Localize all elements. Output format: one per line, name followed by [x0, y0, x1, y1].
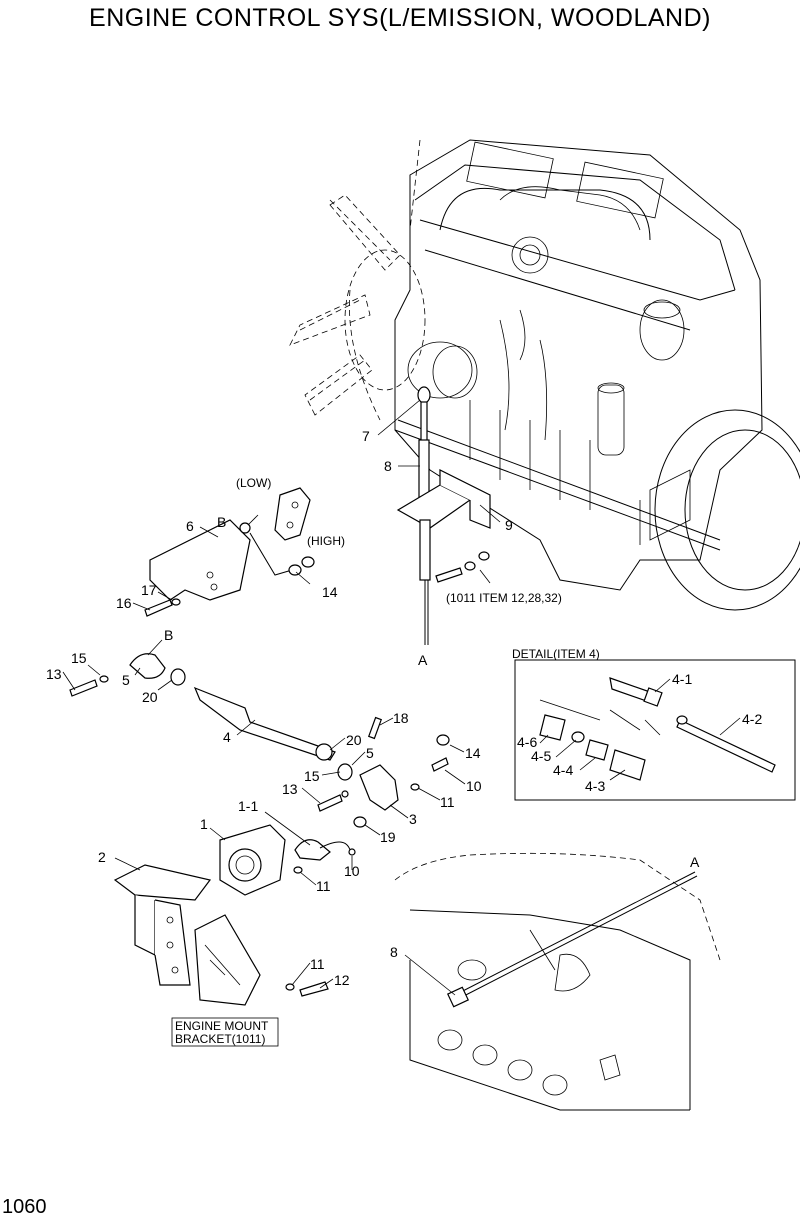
callout-11: 11	[440, 794, 455, 810]
detail-label-4-2: 4-2	[742, 711, 762, 727]
callout-11: 11	[316, 878, 331, 894]
callout-12: 12	[334, 972, 350, 988]
engine-illustration	[289, 139, 800, 611]
callout-A: A	[690, 854, 700, 870]
callout-10: 10	[344, 863, 360, 879]
callout-14: 14	[465, 745, 481, 761]
callout-1: 1	[200, 816, 208, 832]
callout-6: 6	[186, 518, 194, 534]
callout-13: 13	[46, 666, 62, 682]
diagram-title: ENGINE CONTROL SYS(L/EMISSION, WOODLAND)	[89, 4, 711, 32]
callout-10: 10	[466, 778, 482, 794]
cab-console-illustration	[394, 852, 721, 1111]
callout-14: 14	[322, 584, 338, 600]
callout-4: 4	[223, 729, 231, 745]
callout-7: 7	[362, 428, 370, 444]
detail-box	[514, 659, 796, 801]
detail-label-4-4: 4-4	[553, 762, 573, 778]
callout-5: 5	[122, 672, 130, 688]
callout-A: A	[418, 652, 428, 668]
callout-20: 20	[346, 732, 362, 748]
leader-lines	[62, 399, 741, 996]
label-high: (HIGH)	[307, 534, 345, 548]
callout-5: 5	[366, 745, 374, 761]
detail-label-4-5: 4-5	[531, 748, 551, 764]
throttle-cable-assembly	[396, 386, 491, 645]
callout-11: 11	[310, 956, 325, 972]
engine-mount-label-line2: BRACKET(1011)	[175, 1032, 265, 1046]
detail-label-4-3: 4-3	[585, 778, 605, 794]
detail-label-4-1: 4-1	[672, 671, 692, 687]
callout-15: 15	[304, 768, 320, 784]
detail-title: DETAIL(ITEM 4)	[512, 647, 600, 661]
actuator-bracket-assembly	[113, 824, 356, 1006]
callout-13: 13	[282, 781, 298, 797]
callout-B: B	[217, 514, 226, 530]
lever-bracket-assembly	[144, 487, 315, 617]
label-low: (LOW)	[236, 476, 271, 490]
callout-labels: 7 8 9 A (1011 ITEM 12,28,32) (LOW) (HIGH…	[46, 428, 762, 1047]
callout-1-1: 1-1	[238, 798, 258, 814]
callout-20: 20	[142, 689, 158, 705]
engine-mount-label-line1: ENGINE MOUNT	[175, 1019, 269, 1033]
callout-17: 17	[141, 582, 157, 598]
callout-19: 19	[380, 829, 396, 845]
page-number: 1060	[2, 1196, 47, 1218]
callout-B: B	[164, 627, 173, 643]
callout-15: 15	[71, 650, 87, 666]
callout-3: 3	[409, 811, 417, 827]
detail-label-4-6: 4-6	[517, 734, 537, 750]
control-rod-assembly	[69, 653, 450, 828]
callout-9: 9	[505, 517, 513, 533]
callout-8: 8	[390, 944, 398, 960]
callout-8: 8	[384, 458, 392, 474]
callout-16: 16	[116, 595, 132, 611]
callout-18: 18	[393, 710, 409, 726]
reference-1011: (1011 ITEM 12,28,32)	[446, 591, 562, 605]
callout-2: 2	[98, 849, 106, 865]
